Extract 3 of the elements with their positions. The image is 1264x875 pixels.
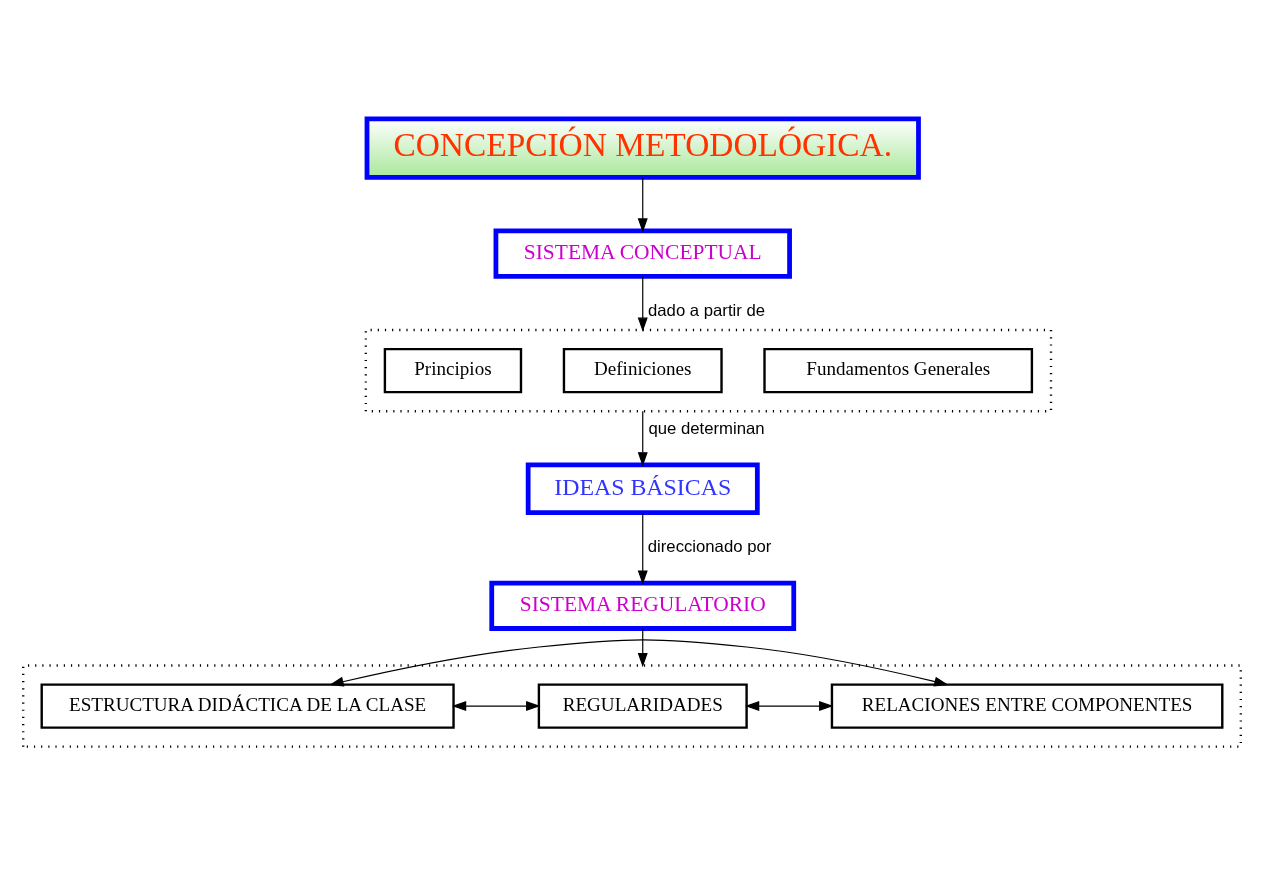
- edge-label: dado a partir de: [648, 300, 766, 320]
- edge-label: direccionado por: [647, 537, 772, 557]
- edge-label: que determinan: [648, 419, 765, 439]
